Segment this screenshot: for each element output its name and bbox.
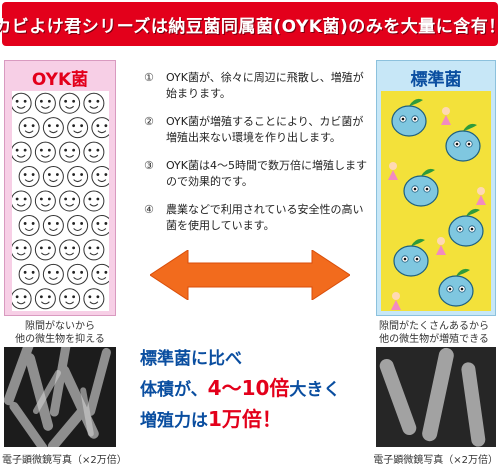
- oyk-crowd-illustration: [12, 91, 109, 311]
- sparse-rods-icon: [376, 347, 496, 447]
- standard-panel-title: 標準菌: [410, 70, 462, 90]
- list-item: ② OYK菌が増殖することにより、カビ菌が増殖出来ない環境を作り出します。: [144, 114, 372, 146]
- right-caption-line2: 他の微生物が増殖できる: [379, 334, 489, 345]
- compare-growth-label: 増殖力は: [140, 411, 208, 431]
- list-item: ③ OYK菌は4～5時間で数万倍に増殖しますので効果的です。: [144, 158, 372, 190]
- point-text: OYK菌が増殖することにより、カビ菌が増殖出来ない環境を作り出します。: [166, 115, 364, 144]
- mascots-icon: [381, 91, 491, 311]
- compare-line1: 標準菌に比べ: [140, 349, 242, 369]
- right-photo-caption: 電子顕微鏡写真（×2万倍）: [373, 455, 498, 466]
- feature-points-list: ① OYK菌が、徐々に周辺に飛散し、増殖が始まります。 ② OYK菌が増殖するこ…: [144, 70, 372, 246]
- compare-line2: 体積が、4～10倍大きく: [140, 374, 370, 405]
- left-caption-line2: 他の微生物を抑える: [15, 334, 105, 345]
- standard-microscope-photo: [376, 347, 496, 447]
- oyk-panel-title: OYK菌: [31, 70, 89, 90]
- list-item: ④ 農業などで利用されている安全性の高い菌を使用しています。: [144, 202, 372, 234]
- right-caption: 隙間がたくさんあるから 他の微生物が増殖できる: [370, 320, 498, 346]
- list-item: ① OYK菌が、徐々に周辺に飛散し、増殖が始まります。: [144, 70, 372, 102]
- dense-rods-icon: [4, 347, 116, 447]
- point-text: OYK菌が、徐々に周辺に飛散し、増殖が始まります。: [166, 71, 364, 100]
- left-photo-caption: 電子顕微鏡写真（×2万倍）: [2, 455, 127, 466]
- point-number: ④: [144, 203, 154, 216]
- left-caption: 隙間がないから 他の微生物を抑える: [4, 320, 116, 346]
- compare-volume-suffix: 大きく: [289, 380, 341, 400]
- standard-mascot-illustration: [381, 91, 491, 311]
- right-caption-line1: 隙間がたくさんあるから: [379, 321, 489, 332]
- compare-volume-label: 体積が、: [140, 380, 208, 400]
- oyk-microscope-photo: [4, 347, 116, 447]
- compare-line3: 増殖力は1万倍！: [140, 405, 370, 436]
- compare-volume-value: 4～10倍: [207, 376, 290, 400]
- double-arrow-icon: [149, 249, 351, 301]
- point-number: ②: [144, 115, 154, 128]
- header-banner: カビよけ君シリーズは納豆菌同属菌(OYK菌)のみを大量に含有！: [0, 2, 500, 46]
- point-text: 農業などで利用されている安全性の高い菌を使用しています。: [166, 203, 364, 232]
- left-caption-line1: 隙間がないから: [25, 321, 95, 332]
- point-number: ①: [144, 71, 154, 84]
- comparison-block: 標準菌に比べ 体積が、4～10倍大きく 増殖力は1万倍！: [140, 345, 370, 436]
- banner-title: カビよけ君シリーズは納豆菌同属菌(OYK菌)のみを大量に含有！: [0, 16, 500, 37]
- oyk-bacteria-panel: OYK菌: [4, 60, 116, 316]
- standard-bacteria-panel: 標準菌: [376, 60, 496, 316]
- compare-growth-value: 1万倍！: [208, 407, 282, 431]
- point-number: ③: [144, 159, 154, 172]
- point-text: OYK菌は4～5時間で数万倍に増殖しますので効果的です。: [166, 159, 367, 188]
- crowd-faces-icon: [12, 92, 109, 310]
